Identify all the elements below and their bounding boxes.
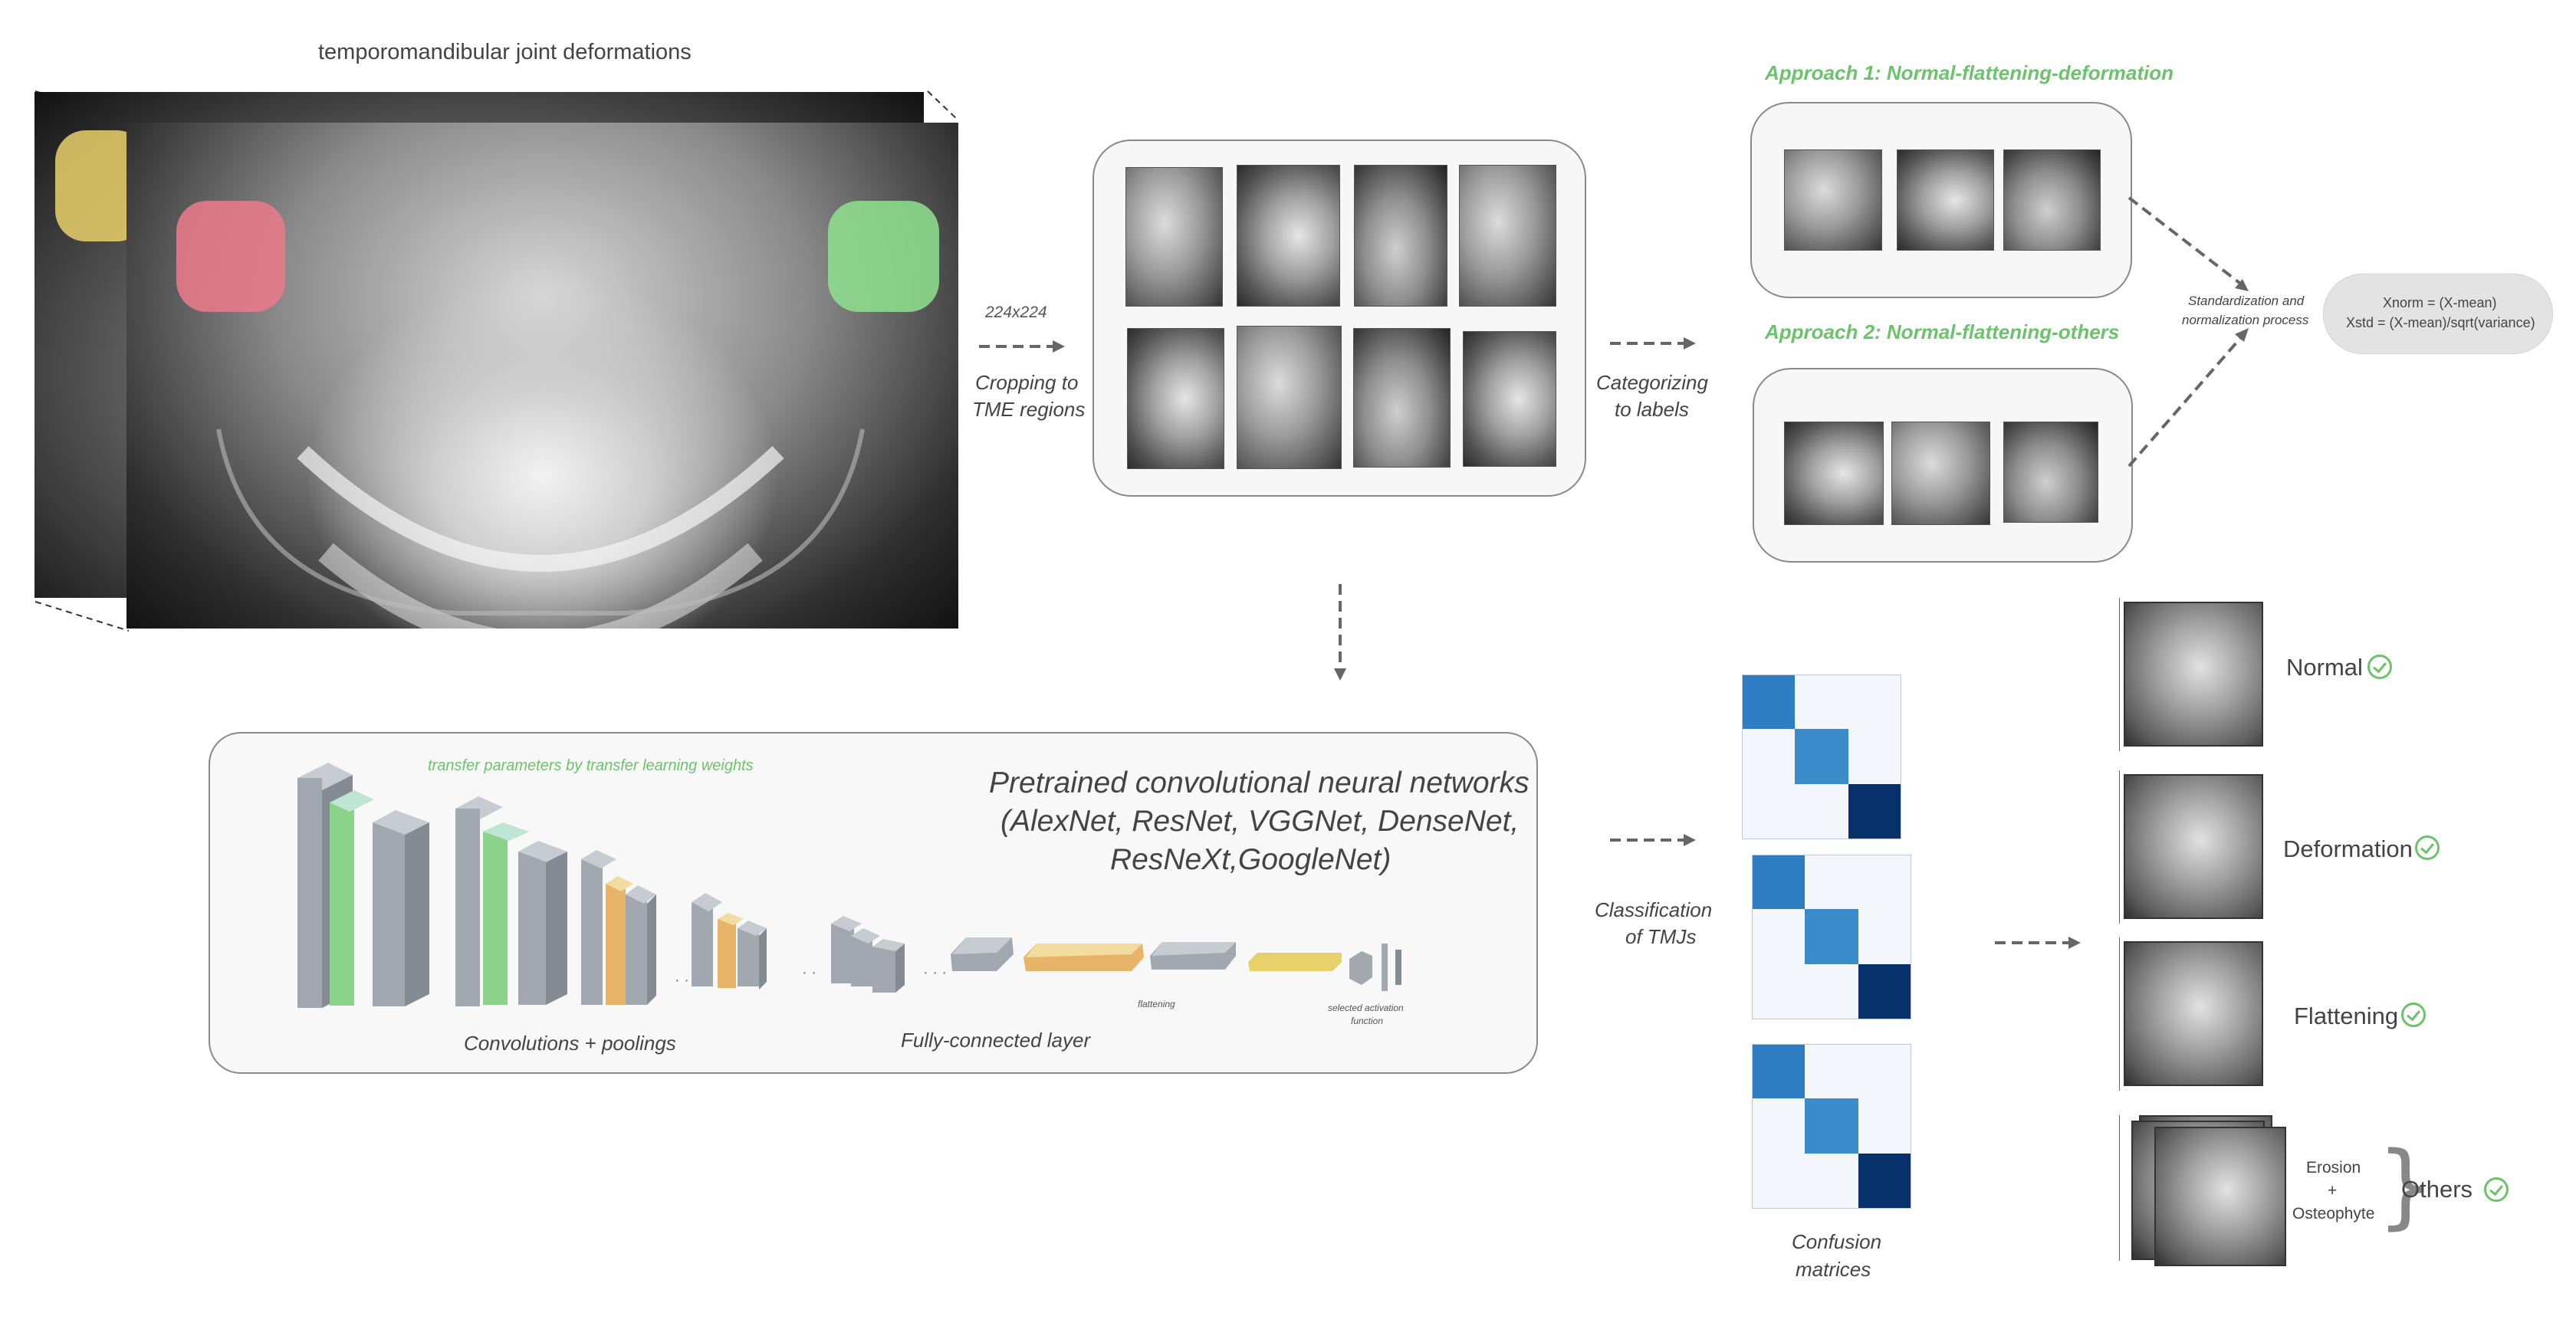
cnn-panel xyxy=(209,732,1538,1074)
label-others: Others xyxy=(2401,1176,2473,1203)
crop-thumb-8 xyxy=(1463,331,1556,467)
label-erosion: Erosion xyxy=(2306,1159,2361,1177)
crop-size-label: 224x224 xyxy=(985,304,1047,321)
approach-2-thumb-3 xyxy=(2003,422,2098,523)
crop-thumb-3 xyxy=(1354,165,1447,307)
output-plot-normal xyxy=(2124,602,2263,747)
crop-step-label-2: TME regions xyxy=(972,398,1086,421)
approach-1-thumb-2 xyxy=(1897,149,1994,251)
crop-thumb-5 xyxy=(1127,328,1224,469)
check-icon-deformation xyxy=(2415,835,2440,860)
check-icon-others xyxy=(2484,1177,2509,1202)
plot-axis-flattening xyxy=(2110,937,2120,1091)
cnn-title-2: (AlexNet, ResNet, VGGNet, DenseNet, xyxy=(1001,805,1520,838)
svg-text:· ·: · · xyxy=(675,972,689,989)
plot-axis-deformation xyxy=(2110,770,2120,924)
output-plot-deformation xyxy=(2124,774,2263,919)
formula-std: Xstd = (X-mean)/sqrt(variance) xyxy=(2346,315,2535,330)
conv-block-1 xyxy=(297,763,429,1008)
main-title: temporomandibular joint deformations xyxy=(318,40,692,64)
standardization-label-1: Standardization and xyxy=(2188,294,2305,308)
approach-1-thumb-1 xyxy=(1784,149,1882,251)
label-flattening: Flattening xyxy=(2294,1003,2399,1029)
crop-thumb-4 xyxy=(1459,165,1556,307)
svg-text:· ·: · · xyxy=(802,964,816,981)
confusion-matrix-2 xyxy=(1752,855,1911,1019)
output-arrow xyxy=(1995,937,2081,949)
formula-norm: Xnorm = (X-mean) xyxy=(2383,295,2497,310)
conv-block-4 xyxy=(692,893,767,990)
cnn-architecture: · · · · · · · xyxy=(297,763,1401,1008)
crop-thumb-1 xyxy=(1125,167,1223,307)
label-deformation: Deformation xyxy=(2283,835,2413,862)
flattening-label: flattening xyxy=(1138,999,1175,1009)
categorize-label-1: Categorizing xyxy=(1596,371,1708,394)
normalization-formula-box xyxy=(2323,274,2553,354)
down-arrow xyxy=(1334,584,1346,681)
conv-pool-label: Convolutions + poolings xyxy=(464,1032,676,1055)
conv-block-3 xyxy=(581,850,656,1005)
activation-label-2: function xyxy=(1351,1016,1384,1026)
svg-text:· · ·: · · · xyxy=(923,964,947,981)
approach-1-title: Approach 1: Normal-flattening-deformatio… xyxy=(1765,61,2174,84)
categorize-label-2: to labels xyxy=(1615,398,1689,421)
label-plus: + xyxy=(2328,1182,2338,1200)
approach-2-thumb-2 xyxy=(1891,422,1990,525)
confusion-matrix-3 xyxy=(1752,1044,1911,1209)
confusion-label-1: Confusion xyxy=(1792,1230,1882,1253)
cnn-title-1: Pretrained convolutional neural networks xyxy=(989,766,1530,799)
teeth-outline xyxy=(216,428,865,629)
crop-thumb-7 xyxy=(1353,328,1451,468)
panoramic-xray xyxy=(127,123,958,629)
plot-axis-others xyxy=(2110,1115,2120,1261)
classification-label-2: of TMJs xyxy=(1625,925,1697,948)
conv-block-2 xyxy=(455,796,567,1006)
confusion-matrix-1 xyxy=(1742,674,1901,839)
output-plot-flattening xyxy=(2124,941,2263,1086)
brace-icon: } xyxy=(2377,1133,2436,1239)
check-icon-flattening xyxy=(2401,1003,2426,1027)
fully-connected-blocks xyxy=(951,937,1401,991)
green-region-marker xyxy=(828,201,939,312)
approach-to-standardization-arrows xyxy=(2128,196,2249,468)
label-osteophyte: Osteophyte xyxy=(2292,1205,2375,1223)
plot-axis-normal xyxy=(2110,598,2120,751)
approach-1-thumb-3 xyxy=(2003,149,2101,251)
crop-arrow xyxy=(979,340,1065,353)
cnn-title-3: ResNeXt,GoogleNet) xyxy=(1110,843,1392,876)
crop-step-label-1: Cropping to xyxy=(975,371,1079,394)
fully-connected-label: Fully-connected layer xyxy=(901,1029,1091,1052)
categorize-arrow xyxy=(1610,337,1696,350)
red-region-marker xyxy=(176,201,285,312)
crop-thumb-2 xyxy=(1237,165,1340,307)
transfer-learning-note: transfer parameters by transfer learning… xyxy=(428,757,754,774)
confusion-label-2: matrices xyxy=(1796,1258,1871,1281)
approach-2-thumb-1 xyxy=(1784,422,1884,525)
approach-2-title: Approach 2: Normal-flattening-others xyxy=(1765,320,2120,343)
check-icon-normal xyxy=(2367,655,2392,679)
classification-arrow xyxy=(1610,834,1696,846)
output-plot-others xyxy=(2154,1127,2286,1266)
conv-block-5 xyxy=(831,916,905,993)
standardization-label-2: normalization process xyxy=(2182,313,2309,327)
activation-label-1: selected activation xyxy=(1328,1003,1404,1013)
classification-label-1: Classification xyxy=(1595,898,1713,921)
crop-thumb-6 xyxy=(1237,326,1342,469)
label-normal: Normal xyxy=(2286,654,2363,681)
